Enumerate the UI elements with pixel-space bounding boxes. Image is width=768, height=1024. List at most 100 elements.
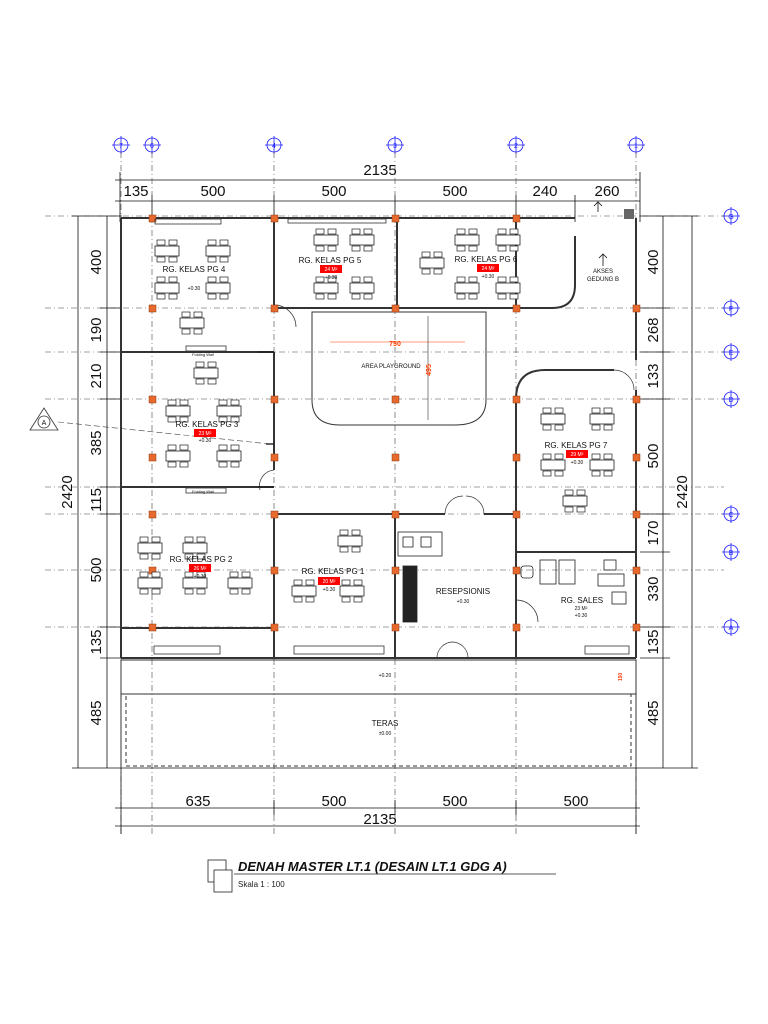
bottom-dim-2: 500 xyxy=(321,793,346,810)
section-marker-icon xyxy=(29,407,271,445)
left-dim-6: 500 xyxy=(88,557,105,582)
access-arrow-icon xyxy=(593,201,608,266)
room-pg1-name: RG. KELAS PG 1 xyxy=(302,567,365,576)
grid-label-d: D xyxy=(728,397,733,404)
teras-name: TERAS xyxy=(372,719,399,728)
right-dim-7: 135 xyxy=(645,629,662,654)
room-pg5-name: RG. KELAS PG 5 xyxy=(299,256,362,265)
room-pg3-name: RG. KELAS PG 3 xyxy=(176,420,239,429)
room-pg5-area: 24 M² xyxy=(325,267,338,273)
room-pg1-area-tag xyxy=(318,577,340,585)
room-pg6-name: RG. KELAS PG 6 xyxy=(455,255,518,264)
resepsionis-level: +0.30 xyxy=(457,599,470,605)
top-total-dim: 2135 xyxy=(363,162,396,179)
grid-label-b: B xyxy=(729,550,734,557)
akses-line-2: GEDUNG B xyxy=(587,277,619,283)
bottom-dimensions xyxy=(115,768,640,834)
playground-width-mark: 750 xyxy=(389,341,401,348)
grid-label-6: 6 xyxy=(150,143,154,150)
left-dim-4: 385 xyxy=(88,430,105,455)
room-pg2-name: RG. KELAS PG 2 xyxy=(170,555,233,564)
sales-area: 23 M² xyxy=(575,606,588,612)
folding-walls xyxy=(258,351,274,488)
room-pg2-area-tag xyxy=(189,564,211,572)
room-pg4-name: RG. KELAS PG 4 xyxy=(163,265,226,274)
left-dimensions xyxy=(72,215,640,769)
right-dimensions xyxy=(640,215,698,769)
grid-label-f: F xyxy=(729,306,733,313)
right-dim-1: 400 xyxy=(645,249,662,274)
right-dim-3: 133 xyxy=(645,363,662,388)
room-pg6-level: +0.30 xyxy=(482,274,495,280)
right-dim-6: 330 xyxy=(645,576,662,601)
grid-label-g: G xyxy=(728,214,733,221)
bottom-total-dim: 2135 xyxy=(363,811,396,828)
room-pg1-level: +0.30 xyxy=(323,587,336,593)
right-total-dim: 2420 xyxy=(674,475,691,508)
reception-furniture xyxy=(397,531,443,623)
bottom-dim-1: 635 xyxy=(185,793,210,810)
room-pg2-area: 26 M² xyxy=(194,566,207,572)
right-dim-8: 485 xyxy=(645,700,662,725)
step-level: +0.20 xyxy=(379,673,392,679)
section-marker-label: A xyxy=(42,420,47,427)
room-pg7-name: RG. KELAS PG 7 xyxy=(545,441,608,450)
sales-furniture xyxy=(520,559,627,605)
grid-label-2: 2 xyxy=(514,143,518,150)
room-pg1-area: 20 M² xyxy=(323,579,336,585)
top-dim-1: 135 xyxy=(123,183,148,200)
left-total-dim: 2420 xyxy=(59,475,76,508)
room-pg5-level: +0.30 xyxy=(325,275,338,281)
room-pg6-area-tag xyxy=(477,264,499,272)
top-dim-6: 260 xyxy=(594,183,619,200)
step-mark: 150 xyxy=(618,673,624,682)
drawing-scale: Skala 1 : 100 xyxy=(238,880,285,889)
left-dim-2: 190 xyxy=(88,317,105,342)
resepsionis-name: RESEPSIONIS xyxy=(436,587,490,596)
shelves xyxy=(153,218,630,655)
playground-area xyxy=(311,311,487,426)
bottom-dim-3: 500 xyxy=(442,793,467,810)
furniture xyxy=(137,228,615,603)
grid-label-a: A xyxy=(729,625,734,632)
playground-name: AREA PLAYGROUND xyxy=(361,364,421,370)
drawing-title: DENAH MASTER LT.1 (DESAIN LT.1 GDG A) xyxy=(238,859,507,874)
room-pg4-level: +0.30 xyxy=(188,286,201,292)
room-pg3-level: +0.30 xyxy=(199,438,212,444)
right-dim-4: 500 xyxy=(645,443,662,468)
folding-wall-label-2: Folding Wall xyxy=(192,489,214,494)
terrace-outline xyxy=(120,659,637,768)
playground-depth-mark: 495 xyxy=(426,364,433,376)
top-dim-5: 240 xyxy=(532,183,557,200)
grid-label-1: 1 xyxy=(634,143,638,150)
grid-label-c: C xyxy=(728,512,733,519)
bottom-dim-4: 500 xyxy=(563,793,588,810)
akses-line-1: AKSES xyxy=(593,269,613,275)
grid-label-e: E xyxy=(729,350,734,357)
room-pg5-area-tag xyxy=(320,265,342,273)
corner-column xyxy=(624,209,634,219)
room-pg7-area: 29 M² xyxy=(571,452,584,458)
left-dim-5: 115 xyxy=(88,488,105,512)
left-dim-1: 400 xyxy=(88,249,105,274)
left-dim-8: 485 xyxy=(88,700,105,725)
title-block-icon xyxy=(207,859,233,893)
grid-letter-bubbles xyxy=(722,207,740,636)
top-dim-4: 500 xyxy=(442,183,467,200)
right-dim-2: 268 xyxy=(645,317,662,342)
room-pg3-area-tag xyxy=(194,429,216,437)
teras-level: ±0.00 xyxy=(379,731,392,737)
top-dimensions xyxy=(115,172,641,222)
folding-wall-label-1: Folding Wall xyxy=(192,352,214,357)
sales-level: +0.30 xyxy=(575,613,588,619)
room-pg2-level: +0.30 xyxy=(194,574,207,580)
building-walls xyxy=(120,217,637,659)
right-dim-5: 170 xyxy=(645,520,662,545)
sales-name: RG. SALES xyxy=(561,596,603,605)
top-dim-2: 500 xyxy=(200,183,225,200)
room-pg6-area: 24 M² xyxy=(482,266,495,272)
room-pg7-area-tag xyxy=(566,450,588,458)
room-pg3-area: 23 M² xyxy=(199,431,212,437)
grid-label-7: 7 xyxy=(119,143,123,150)
